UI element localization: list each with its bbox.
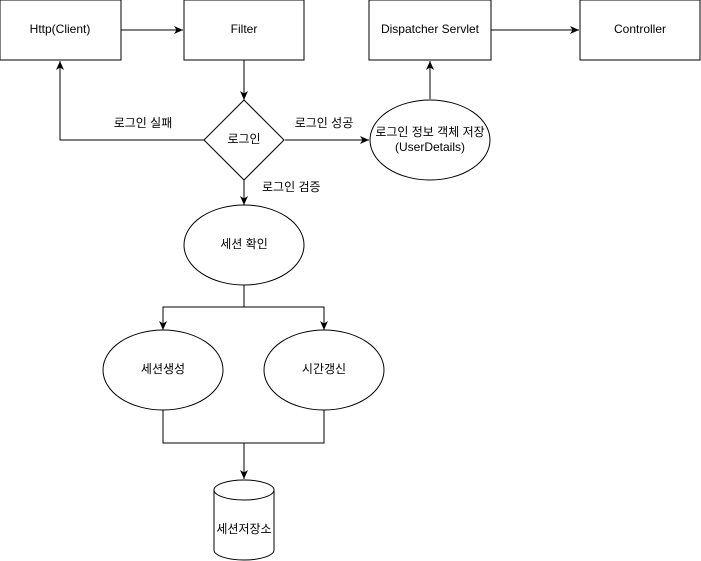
edge-login-fail: [56, 61, 204, 141]
node-controller-label: Controller: [614, 22, 666, 36]
edge-login-verify-label: 로그인 검증: [262, 180, 321, 194]
node-dispatcher-box: [368, 0, 492, 61]
node-save-user-label-line1: 로그인 정보 객체 저장: [375, 125, 484, 139]
node-http-client-box: [0, 0, 122, 61]
node-time-refresh-ellipse: [263, 329, 385, 411]
node-login-diamond: [203, 99, 285, 181]
node-filter-label: Filter: [231, 22, 258, 36]
node-session-create-label: 세션생성: [141, 362, 185, 376]
node-time-refresh-label: 시간갱신: [302, 362, 346, 376]
node-filter-box: [183, 0, 305, 61]
node-session-store-label: 세션저장소: [216, 522, 271, 536]
node-controller-box: [579, 0, 701, 61]
node-http-client-label: Http(Client): [30, 22, 91, 36]
node-save-user-label-line2: (UserDetails): [395, 140, 465, 154]
edge-login-fail-label: 로그인 실패: [114, 116, 173, 130]
edge-login-success-label: 로그인 성공: [295, 116, 354, 130]
edge-check-to-create: [159, 285, 245, 330]
node-session-check-ellipse: [183, 204, 305, 286]
session-store-cylinder-icon: [213, 479, 275, 561]
node-save-user-ellipse: [369, 99, 491, 181]
node-dispatcher-label: Dispatcher Servlet: [381, 22, 480, 36]
edge-create-merge: [162, 410, 325, 444]
edge-check-to-refresh: [244, 306, 328, 330]
node-session-check-label: 세션 확인: [220, 237, 268, 251]
node-login-label: 로그인: [227, 132, 260, 146]
node-session-create-ellipse: [102, 329, 224, 411]
